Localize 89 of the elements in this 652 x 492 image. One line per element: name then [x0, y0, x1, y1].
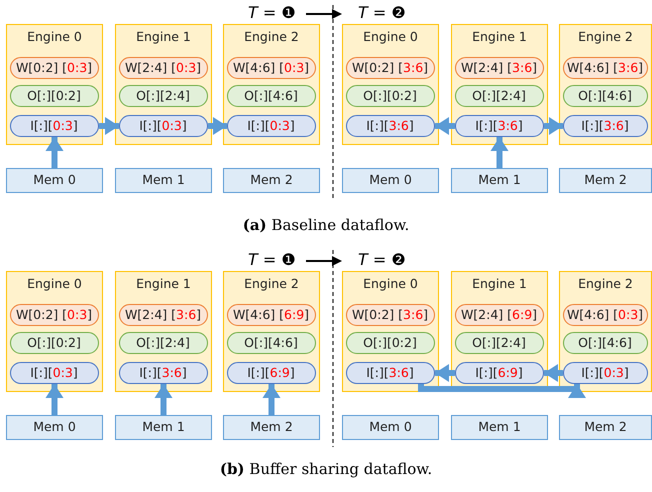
- arrow: [208, 117, 227, 135]
- arrow: [435, 364, 455, 382]
- buffer-pill: O[:][0:2]: [10, 84, 98, 106]
- buffer-pill: W[0:2] [3:6]: [346, 304, 434, 326]
- buffer-pill: O[:][2:4]: [454, 332, 544, 354]
- buffer-pill: W[4:6] [0:3]: [562, 304, 648, 326]
- buffer-pill: W[2:4] [3:6]: [454, 56, 544, 78]
- buffer-pill: O[:][0:2]: [346, 332, 434, 354]
- arrow: [544, 117, 563, 135]
- buffer-pill: O[:][4:6]: [562, 84, 648, 106]
- engine-label: Engine 1: [135, 276, 192, 291]
- memory-box: Mem 0: [342, 415, 439, 440]
- buffer-pill: W[4:6] [3:6]: [562, 56, 648, 78]
- memory-box: Mem 0: [342, 168, 439, 193]
- buffer-pill: O[:][4:6]: [562, 332, 648, 354]
- buffer-pill: W[0:2] [3:6]: [346, 56, 434, 78]
- buffer-pill: W[4:6] [0:3]: [226, 56, 316, 78]
- memory-box: Mem 2: [223, 168, 320, 193]
- memory-box: Mem 2: [559, 415, 652, 440]
- engine-label: Engine 1: [135, 29, 192, 44]
- memory-box: Mem 1: [451, 168, 548, 193]
- buffer-pill: O[:][4:6]: [226, 84, 316, 106]
- buffer-pill: W[0:2] [0:3]: [10, 56, 98, 78]
- engine-label: Engine 2: [243, 29, 300, 44]
- engine-label: Engine 0: [26, 276, 83, 291]
- arrow: [418, 384, 586, 398]
- buffer-pill: I[:][6:9]: [454, 362, 544, 384]
- buffer-pill: I[:][0:3]: [10, 114, 98, 136]
- memory-box: Mem 1: [115, 415, 212, 440]
- engine-box: [6, 24, 103, 145]
- engine-box: [115, 24, 212, 145]
- time-step-label: T = ❶: [248, 3, 296, 22]
- time-step-label: T = ❷: [358, 3, 406, 22]
- time-step-label: T = ❷: [358, 250, 406, 269]
- engine-box: [559, 271, 652, 392]
- memory-box: Mem 2: [559, 168, 652, 193]
- engine-box: [559, 24, 652, 145]
- buffer-pill: I[:][3:6]: [562, 114, 648, 136]
- buffer-pill: O[:][0:2]: [10, 332, 98, 354]
- engine-label: Engine 2: [577, 29, 634, 44]
- engine-label: Engine 0: [26, 29, 83, 44]
- buffer-pill: I[:][3:6]: [454, 114, 544, 136]
- engine-label: Engine 1: [471, 276, 528, 291]
- buffer-pill: I[:][0:3]: [562, 362, 648, 384]
- figure-caption: (b) Buffer sharing dataflow.: [218, 460, 434, 478]
- engine-box: [223, 24, 320, 145]
- figure-caption: (a) Baseline dataflow.: [242, 216, 410, 234]
- engine-box: [115, 271, 212, 392]
- memory-box: Mem 2: [223, 415, 320, 440]
- buffer-pill: I[:][3:6]: [118, 362, 208, 384]
- buffer-pill: W[2:4] [6:9]: [454, 304, 544, 326]
- buffer-pill: W[2:4] [0:3]: [118, 56, 208, 78]
- arrow: [46, 384, 64, 415]
- engine-label: Engine 2: [243, 276, 300, 291]
- engine-box: [6, 271, 103, 392]
- buffer-pill: I[:][3:6]: [346, 362, 434, 384]
- engine-label: Engine 0: [362, 29, 419, 44]
- engine-box: [342, 24, 439, 145]
- memory-box: Mem 1: [451, 415, 548, 440]
- engine-label: Engine 1: [471, 29, 528, 44]
- buffer-pill: O[:][0:2]: [346, 84, 434, 106]
- memory-box: Mem 0: [6, 415, 103, 440]
- memory-box: Mem 1: [115, 168, 212, 193]
- arrow: [490, 137, 508, 168]
- arrow: [154, 384, 172, 415]
- buffer-pill: W[4:6] [6:9]: [226, 304, 316, 326]
- engine-box: [451, 24, 548, 145]
- arrow: [99, 117, 119, 135]
- buffer-pill: O[:][2:4]: [454, 84, 544, 106]
- buffer-pill: O[:][2:4]: [118, 84, 208, 106]
- engine-label: Engine 0: [362, 276, 419, 291]
- buffer-pill: O[:][2:4]: [118, 332, 208, 354]
- buffer-pill: O[:][4:6]: [226, 332, 316, 354]
- memory-box: Mem 0: [6, 168, 103, 193]
- buffer-pill: I[:][0:3]: [10, 362, 98, 384]
- engine-box: [223, 271, 320, 392]
- arrow: [262, 384, 280, 415]
- buffer-pill: I[:][0:3]: [226, 114, 316, 136]
- buffer-pill: I[:][6:9]: [226, 362, 316, 384]
- arrow: [46, 137, 64, 168]
- engine-label: Engine 2: [577, 276, 634, 291]
- time-step-label: T = ❶: [248, 250, 296, 269]
- buffer-pill: W[2:4] [3:6]: [118, 304, 208, 326]
- buffer-pill: I[:][3:6]: [346, 114, 434, 136]
- arrow: [435, 117, 455, 135]
- buffer-pill: W[0:2] [0:3]: [10, 304, 98, 326]
- engine-box: [342, 271, 439, 392]
- arrow: [544, 364, 563, 382]
- buffer-pill: I[:][0:3]: [118, 114, 208, 136]
